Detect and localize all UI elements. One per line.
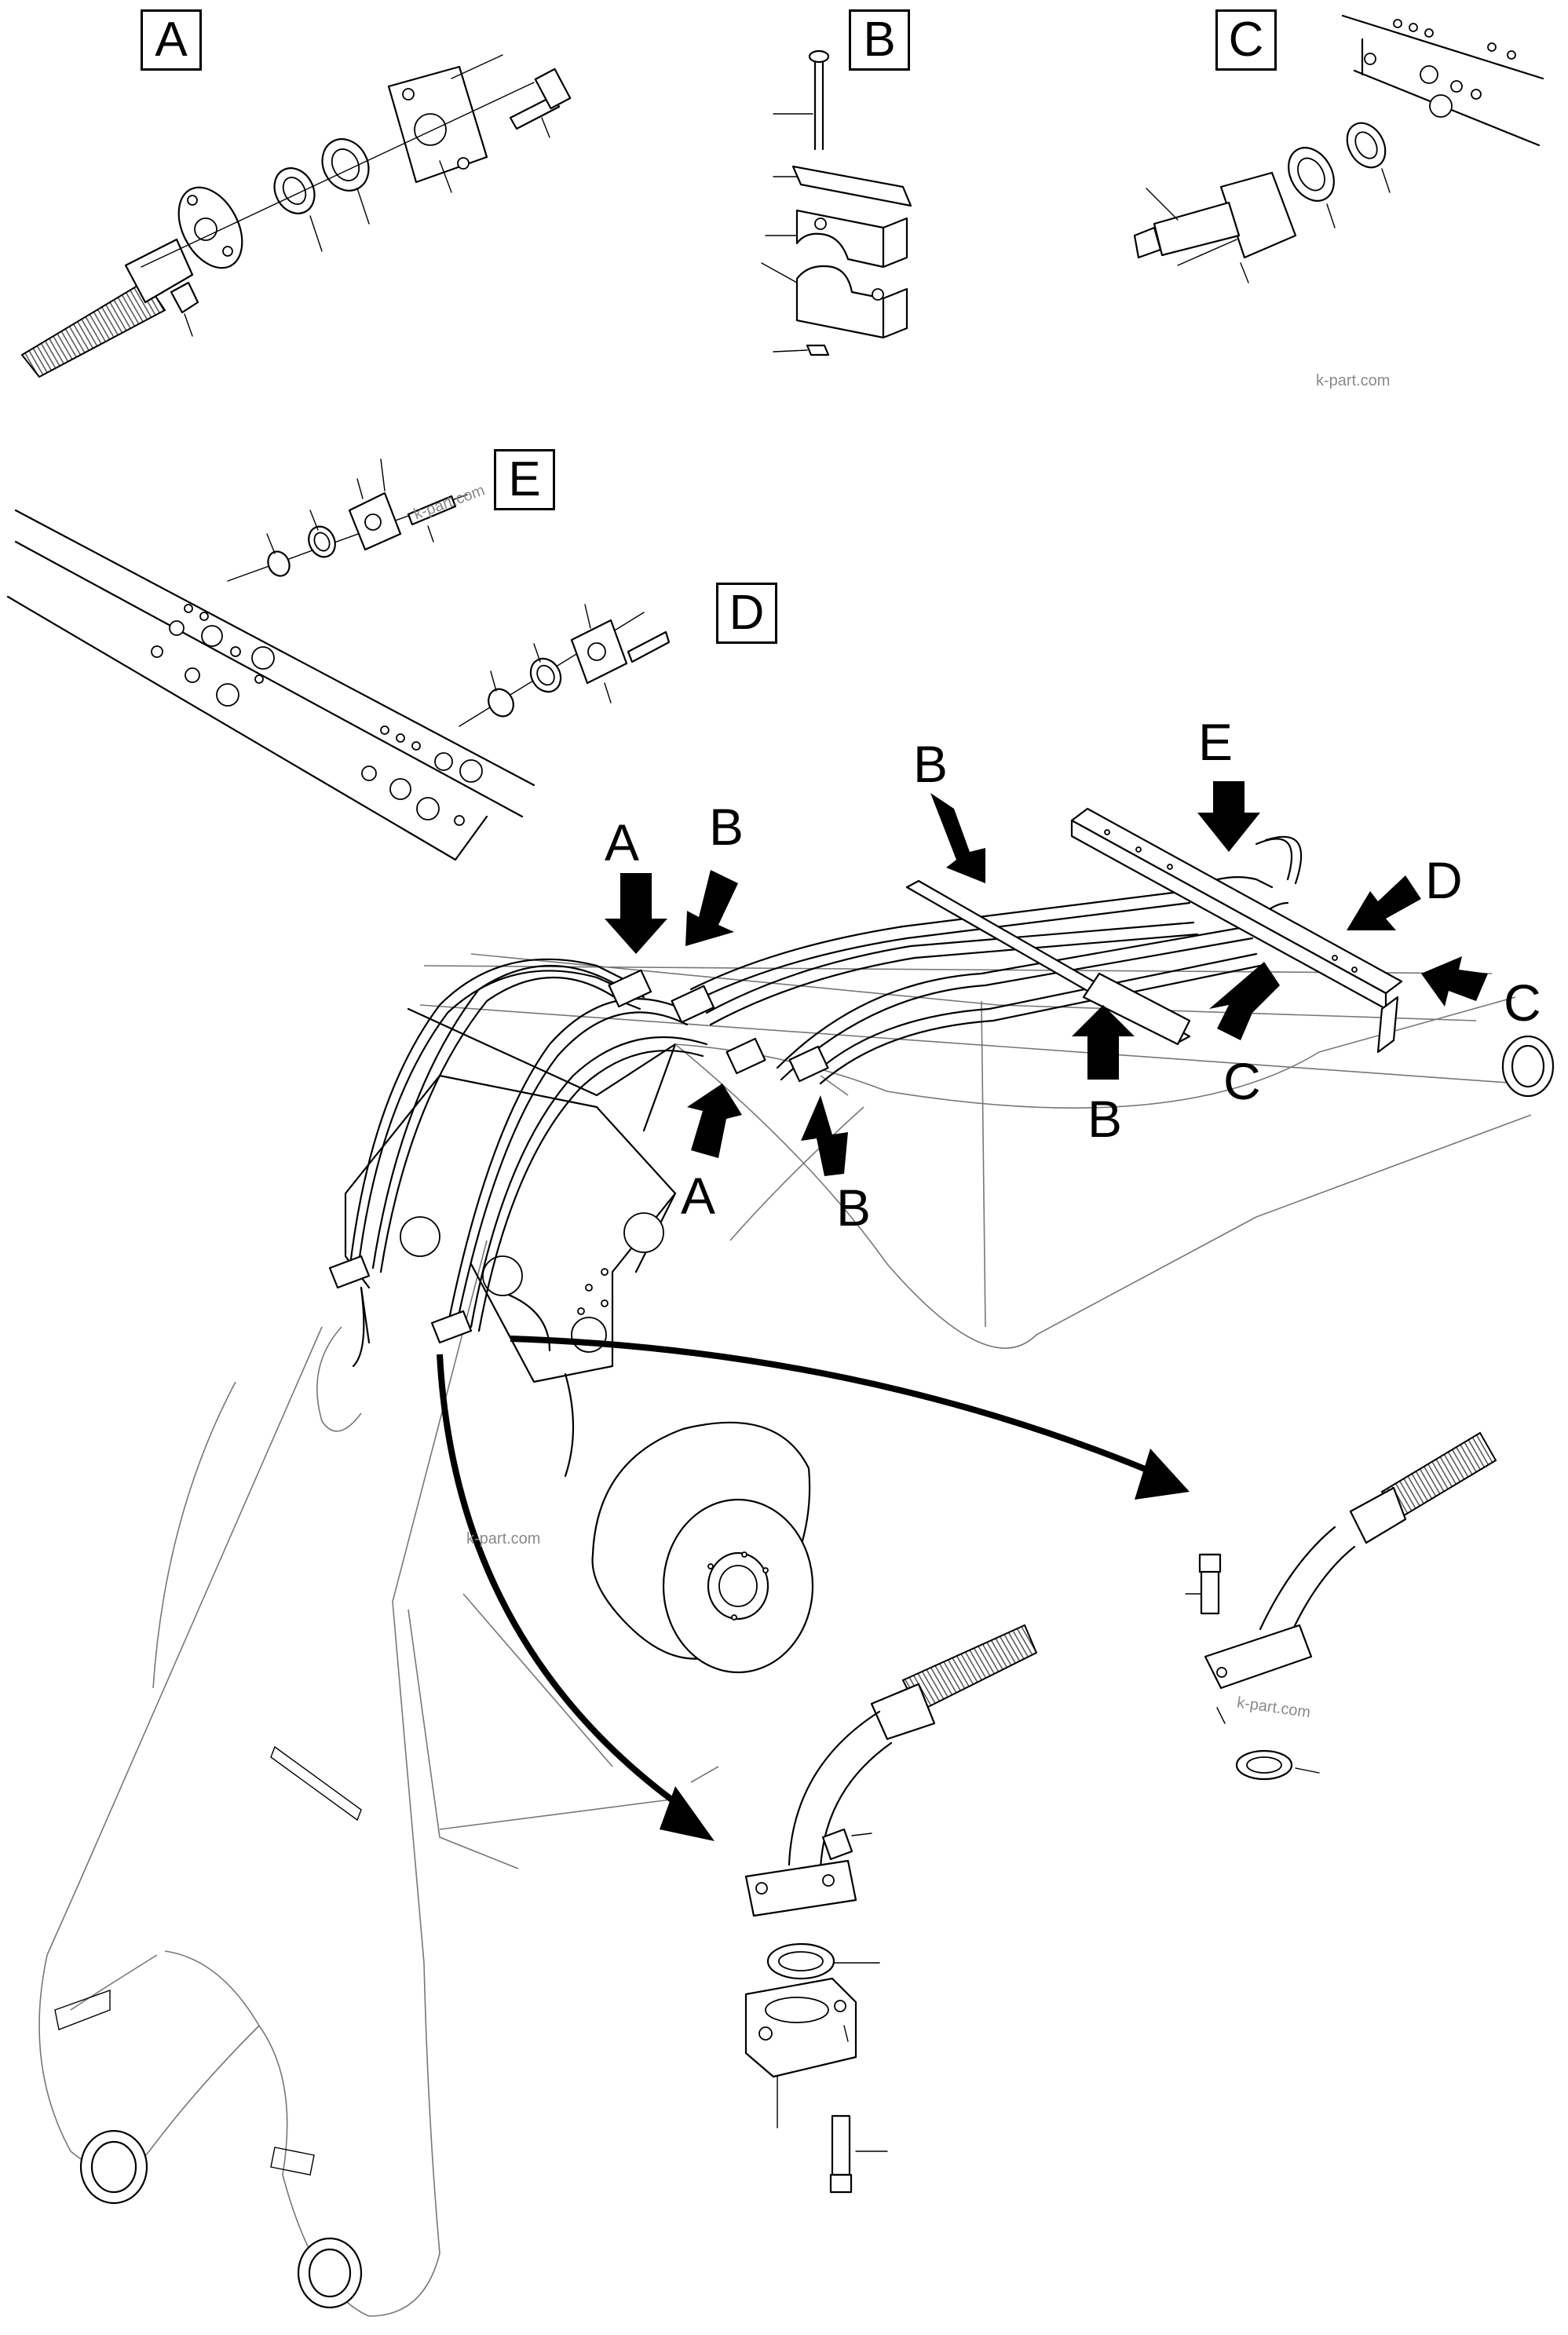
arrow-a-bottom: [687, 1083, 742, 1158]
arrow-c-mid: [1209, 962, 1280, 1040]
detail-lower-middle-flange: [744, 1624, 1038, 2194]
detail-lower-right-flange: [1185, 1431, 1497, 1781]
callout-b-top-mid: B: [913, 735, 948, 793]
detail-label-e: E: [494, 449, 555, 510]
arrow-c-right: [1421, 956, 1488, 1007]
hydraulic-hoses: [328, 807, 1403, 1478]
watermark-boom-center: k-part.com: [466, 1530, 541, 1548]
detail-a-assembly: [20, 54, 572, 378]
arrow-b-top-left: [685, 870, 738, 946]
arrow-b-bottom-left: [801, 1095, 848, 1176]
detail-label-b: B: [849, 9, 910, 71]
callout-b-top-left: B: [709, 798, 744, 856]
detail-pointer-arrows: [437, 1336, 1190, 1841]
callout-b-bottom-right: B: [1087, 1090, 1123, 1148]
callout-d-right: D: [1425, 851, 1463, 909]
callout-arrows: [605, 781, 1488, 1176]
detail-d-e-plate: [6, 459, 671, 861]
callout-c-mid: C: [1223, 1052, 1261, 1110]
arrow-a-top: [605, 873, 667, 954]
callout-a-bottom: A: [681, 1167, 716, 1225]
arrow-b-top-mid: [930, 793, 985, 883]
detail-label-a: A: [141, 9, 202, 71]
detail-label-d: D: [716, 583, 777, 644]
detail-c-assembly: [1133, 14, 1544, 283]
detail-label-c: C: [1215, 9, 1277, 71]
detail-b-clamp: [761, 49, 912, 356]
callout-c-right: C: [1504, 974, 1541, 1032]
watermark-top-right: k-part.com: [1316, 372, 1391, 389]
arrow-b-bottom-right: [1072, 1005, 1135, 1080]
callout-e-top: E: [1198, 713, 1234, 771]
callout-a-top: A: [605, 813, 640, 872]
arrow-e-top: [1197, 781, 1260, 852]
arrow-d-right: [1347, 875, 1421, 930]
callout-b-bottom-left: B: [836, 1178, 872, 1237]
boom-body: [38, 953, 1555, 2317]
